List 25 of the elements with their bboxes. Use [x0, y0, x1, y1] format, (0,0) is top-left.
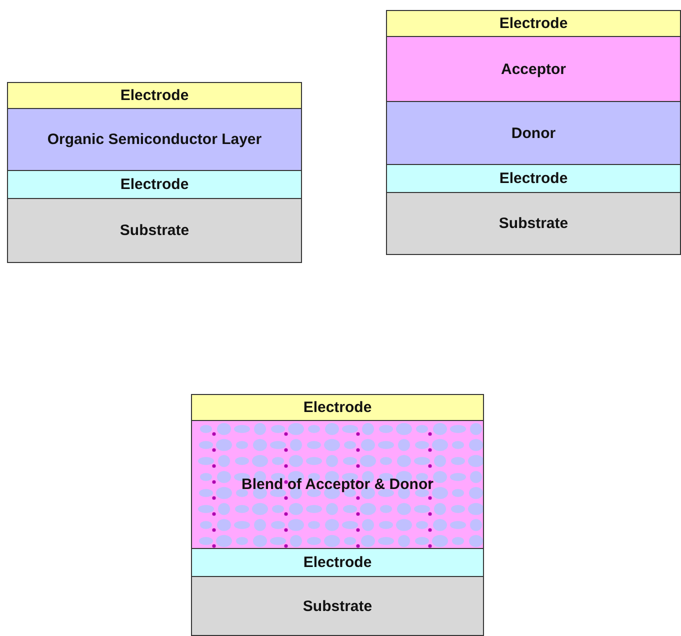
electrode-layer: [7, 82, 302, 109]
electrode-layer: [191, 548, 484, 577]
substrate-layer: [386, 192, 681, 255]
layer-label: Electrode: [120, 176, 189, 193]
layer-label: Acceptor: [500, 60, 566, 78]
electrode-layer: [7, 170, 302, 199]
electrode-layer: [191, 394, 484, 421]
acceptor-layer: [386, 36, 681, 102]
layer-label: Electrode: [499, 15, 568, 32]
layer-label: Electrode: [303, 399, 372, 416]
semiconductor-layer: [7, 108, 302, 171]
layer-label: Organic Semiconductor Layer: [47, 131, 262, 148]
layer-label: Blend of Acceptor & Donor: [242, 476, 434, 493]
layer-label: Substrate: [120, 222, 190, 239]
electrode-layer: [386, 10, 681, 37]
layer-label: Substrate: [498, 215, 568, 232]
donor-layer: [386, 101, 681, 165]
electrode-layer: [386, 164, 681, 193]
layer-label: Electrode: [499, 170, 568, 187]
layer-label: Donor: [511, 124, 556, 142]
substrate-layer: [191, 576, 484, 636]
layer-label: Electrode: [120, 87, 189, 104]
substrate-layer: [7, 198, 302, 263]
layer-label: Substrate: [302, 598, 372, 614]
layer-label: Electrode: [303, 554, 372, 571]
